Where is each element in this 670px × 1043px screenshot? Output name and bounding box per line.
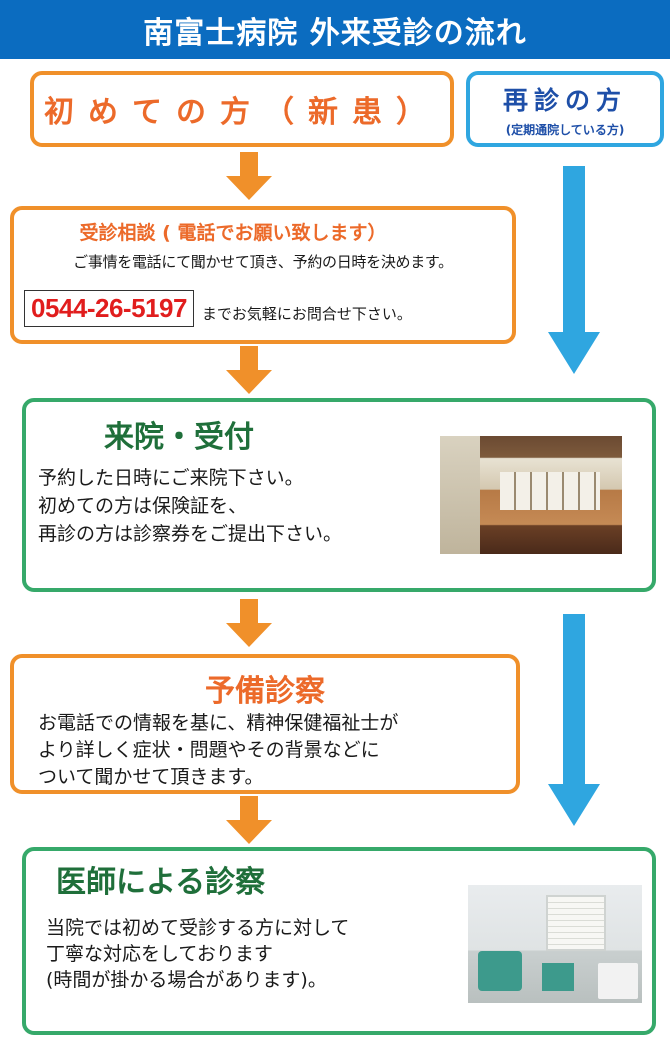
phone-number-link[interactable]: 0544-26-5197 <box>24 290 194 327</box>
consultation-text: ご事情を電話にて聞かせて頂き、予約の日時を決めます。 <box>73 253 453 271</box>
arrow-down-icon <box>548 614 600 826</box>
consultation-title: 受診相談 ( 電話でお願い致します） <box>79 222 387 244</box>
phone-row: 0544-26-5197 までお気軽にお問合せ下さい。 <box>24 290 412 327</box>
consultation-box: 受診相談 ( 電話でお願い致します） ご事情を電話にて聞かせて頂き、予約の日時を… <box>10 206 516 344</box>
revisit-label: 再診の方 <box>502 85 627 115</box>
revisit-box: 再診の方 (定期通院している方) <box>466 71 664 147</box>
doctor-exam-line: (時間が掛かる場合があります)。 <box>46 969 327 991</box>
arrow-down-icon <box>226 599 272 647</box>
reception-line: 再診の方は診察券をご提出下さい。 <box>38 523 343 545</box>
phone-note: までお気軽にお問合せ下さい。 <box>201 305 412 323</box>
arrow-down-icon <box>226 796 272 844</box>
pre-examination-line: お電話での情報を基に、精神保健福祉士が <box>38 712 399 734</box>
pre-examination-text: お電話での情報を基に、精神保健福祉士が より詳しく症状・問題やその背景などに つ… <box>38 710 398 791</box>
pre-examination-line: より詳しく症状・問題やその背景などに <box>38 739 380 761</box>
first-visit-label: 初めての方（新患） <box>44 95 440 130</box>
exam-room-photo <box>468 885 642 1003</box>
doctor-exam-box: 医師による診察 当院では初めて受診する方に対して 丁寧な対応をしております (時… <box>22 847 656 1035</box>
pre-examination-line: ついて聞かせて頂きます。 <box>38 766 264 788</box>
page-title: 南富士病院 外来受診の流れ <box>143 15 527 51</box>
reception-line: 初めての方は保険証を、 <box>38 495 248 517</box>
doctor-exam-line: 当院では初めて受診する方に対して <box>46 917 350 939</box>
pre-examination-title: 予備診察 <box>205 674 325 709</box>
doctor-exam-title: 医師による診察 <box>56 865 266 900</box>
arrow-down-icon <box>226 346 272 394</box>
first-visit-box: 初めての方（新患） <box>30 71 454 147</box>
page-header: 南富士病院 外来受診の流れ <box>0 0 670 59</box>
arrow-down-icon <box>226 152 272 200</box>
pre-examination-box: 予備診察 お電話での情報を基に、精神保健福祉士が より詳しく症状・問題やその背景… <box>10 654 520 794</box>
arrow-down-icon <box>548 166 600 374</box>
revisit-sublabel: (定期通院している方) <box>505 122 625 137</box>
reception-desk-photo <box>440 436 622 554</box>
reception-line: 予約した日時にご来院下さい。 <box>38 467 304 489</box>
reception-box: 来院・受付 予約した日時にご来院下さい。 初めての方は保険証を、 再診の方は診察… <box>22 398 656 592</box>
doctor-exam-line: 丁寧な対応をしております <box>46 943 273 965</box>
doctor-exam-text: 当院では初めて受診する方に対して 丁寧な対応をしております (時間が掛かる場合が… <box>46 915 349 993</box>
reception-title: 来院・受付 <box>104 420 254 455</box>
reception-text: 予約した日時にご来院下さい。 初めての方は保険証を、 再診の方は診察券をご提出下… <box>38 464 342 548</box>
